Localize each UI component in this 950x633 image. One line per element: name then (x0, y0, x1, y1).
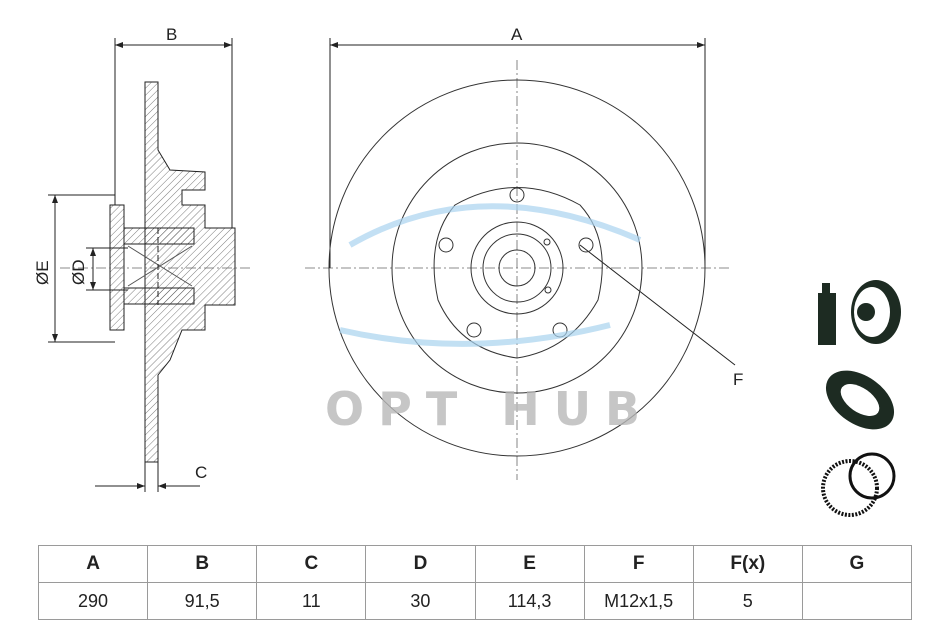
header-cell: E (474, 545, 585, 583)
dim-label-e: ØE (33, 260, 52, 285)
value-cell: 290 (37, 582, 149, 620)
dimensions-table: A B C D E F F(x) G 290 91,5 11 30 114,3 … (37, 545, 913, 620)
dimension-lines (48, 38, 736, 492)
side-section-view (109, 81, 236, 463)
header-cell: B (147, 545, 258, 583)
value-cell: M12x1,5 (583, 582, 694, 620)
wheel-bearing-icon (825, 370, 895, 430)
header-cell: F (583, 545, 694, 583)
dim-label-a: A (511, 25, 523, 44)
header-cell: D (365, 545, 476, 583)
value-cell: 5 (692, 582, 803, 620)
value-cell: 30 (365, 582, 476, 620)
dim-label-d: ØD (69, 260, 88, 286)
value-cell: 114,3 (474, 582, 585, 620)
drawing-canvas: B A ØE ØD C F OPT HUB (33, 25, 901, 517)
table-row: 290 91,5 11 30 114,3 M12x1,5 5 (37, 582, 913, 620)
header-cell: C (256, 545, 367, 583)
abs-ring-and-seal-icon (821, 452, 896, 517)
value-cell: 11 (256, 582, 367, 620)
brake-cleaner-spray-icon (818, 280, 901, 345)
value-cell: 91,5 (147, 582, 258, 620)
dim-label-b: B (166, 25, 177, 44)
table-header-row: A B C D E F F(x) G (37, 545, 913, 583)
watermark-text: OPT HUB (325, 382, 654, 436)
dim-label-c: C (195, 463, 207, 482)
watermark-car-swoosh (339, 203, 642, 347)
header-cell: G (801, 545, 913, 583)
dim-label-f: F (733, 370, 743, 389)
header-cell: F(x) (692, 545, 803, 583)
value-cell (801, 582, 913, 620)
header-cell: A (37, 545, 149, 583)
